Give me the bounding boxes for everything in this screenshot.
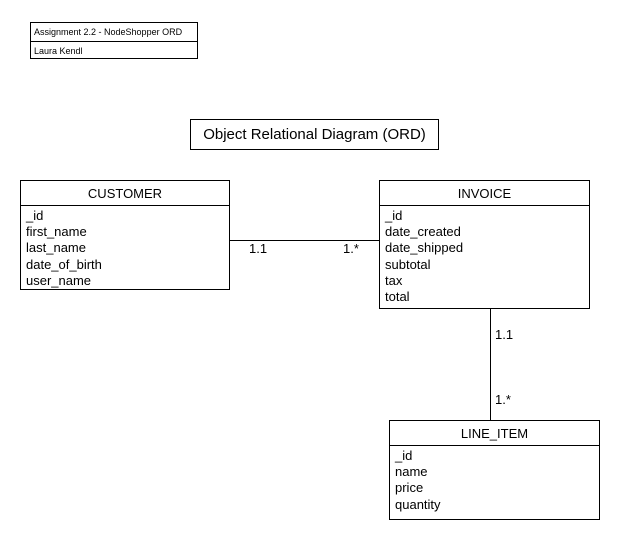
entity-name-customer: CUSTOMER: [21, 181, 229, 206]
invoice-attr-date-shipped: date_shipped: [385, 240, 464, 256]
multiplicity-customer-side: 1.1: [249, 241, 268, 256]
diagram-title: Object Relational Diagram (ORD): [190, 119, 439, 150]
line-item-attr-id: _id: [395, 448, 413, 463]
invoice-attr-date-created: date_created: [385, 224, 461, 240]
line-item-attr-quantity: quantity: [395, 496, 441, 512]
multiplicity-line-item-end: 1.*: [495, 392, 511, 407]
entity-invoice[interactable]: INVOICE _id date_created date_shipped su…: [379, 180, 590, 309]
customer-attr-user-name: user_name: [26, 272, 92, 288]
invoice-attr-id: _id: [385, 208, 403, 223]
invoice-attr-total: total: [385, 289, 410, 305]
customer-attr-last-name: last_name: [26, 240, 86, 256]
entity-name-line-item: LINE_ITEM: [390, 421, 599, 446]
entity-customer[interactable]: CUSTOMER _id first_name last_name date_o…: [20, 180, 230, 290]
entity-name-invoice: INVOICE: [380, 181, 589, 206]
entity-line-item[interactable]: LINE_ITEM _id name price quantity: [389, 420, 600, 520]
line-item-attr-price: price: [395, 480, 424, 496]
entity-attributes-customer: _id first_name last_name date_of_birth u…: [21, 206, 229, 289]
connector-invoice-line-item[interactable]: [490, 309, 491, 420]
multiplicity-invoice-end: 1.1: [495, 327, 514, 342]
note-author: Laura Kendl: [31, 41, 197, 60]
note-title: Assignment 2.2 - NodeShopper ORD: [34, 27, 183, 37]
connector-customer-invoice[interactable]: [230, 240, 379, 241]
entity-attributes-line-item: _id name price quantity: [390, 446, 599, 513]
invoice-attr-subtotal: subtotal: [385, 256, 431, 272]
customer-attr-id: _id: [26, 208, 44, 223]
diagram-note: Assignment 2.2 - NodeShopper ORD Laura K…: [30, 22, 198, 59]
invoice-attr-tax: tax: [385, 272, 403, 288]
multiplicity-invoice-side: 1.*: [343, 241, 359, 256]
line-item-attr-name: name: [395, 464, 428, 480]
entity-attributes-invoice: _id date_created date_shipped subtotal t…: [380, 206, 589, 305]
customer-attr-first-name: first_name: [26, 224, 87, 240]
customer-attr-date-of-birth: date_of_birth: [26, 256, 102, 272]
